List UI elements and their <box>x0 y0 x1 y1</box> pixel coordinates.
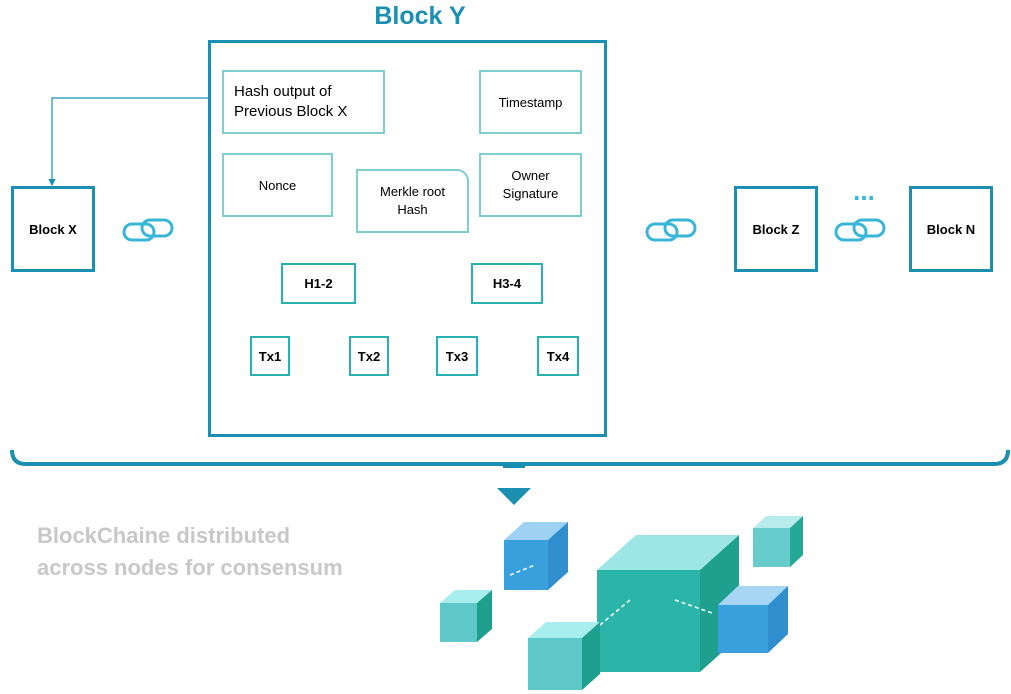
cube-icon <box>528 622 600 690</box>
merkle-node-tx2: Tx2 <box>349 336 389 376</box>
block-z: Block Z <box>734 186 818 272</box>
cube-icon <box>718 586 788 653</box>
merkle-node-tx4: Tx4 <box>537 336 579 376</box>
merkle-node-h34: H3-4 <box>471 263 543 304</box>
block-n: Block N <box>909 186 993 272</box>
merkle-node-h12: H1-2 <box>281 263 356 304</box>
cube-icon <box>440 590 492 642</box>
chain-link-icon <box>645 218 697 242</box>
tagline-line-2: across nodes for consensum <box>37 555 343 580</box>
merkle-node-label: H1-2 <box>304 276 333 291</box>
ellipsis: ... <box>853 176 875 206</box>
chain-link-icon <box>122 218 174 242</box>
chain-link-icon <box>834 218 886 242</box>
nonce-label: Nonce <box>258 177 297 193</box>
cube-icon <box>504 522 568 590</box>
tagline: BlockChaine distributed across nodes for… <box>37 520 457 584</box>
merkle-node-label: Tx2 <box>357 348 381 364</box>
block-z-label: Block Z <box>752 221 800 237</box>
merkle-node-label: Tx1 <box>258 348 282 364</box>
cube-icon <box>753 516 803 567</box>
block-x-label: Block X <box>29 221 77 237</box>
block-x: Block X <box>11 186 95 272</box>
merkle-root-label: Merkle root Hash <box>379 184 446 217</box>
cube-icon <box>597 535 739 672</box>
arrow-down-icon <box>497 488 531 505</box>
merkle-node-label: Tx4 <box>546 348 570 364</box>
prev-hash-field: Hash output of Previous Block X <box>222 70 385 134</box>
timestamp-label: Timestamp <box>498 94 563 110</box>
chain-bracket <box>10 449 1010 466</box>
block-y-title: Block Y <box>374 2 466 30</box>
merkle-node-tx1: Tx1 <box>250 336 290 376</box>
owner-signature-field: Owner Signature <box>479 153 582 217</box>
timestamp-field: Timestamp <box>479 70 582 134</box>
merkle-node-label: H3-4 <box>492 276 522 291</box>
owner-signature-label: Owner Signature <box>502 168 559 201</box>
prev-hash-label: Hash output of Previous Block X <box>234 83 348 120</box>
merkle-root-field: Merkle root Hash <box>356 169 469 233</box>
merkle-node-tx3: Tx3 <box>436 336 478 376</box>
tagline-line-1: BlockChaine distributed <box>37 523 291 548</box>
nonce-field: Nonce <box>222 153 333 217</box>
block-n-label: Block N <box>926 221 976 237</box>
prev-hash-pointer <box>48 97 208 187</box>
merkle-node-label: Tx3 <box>445 348 469 364</box>
